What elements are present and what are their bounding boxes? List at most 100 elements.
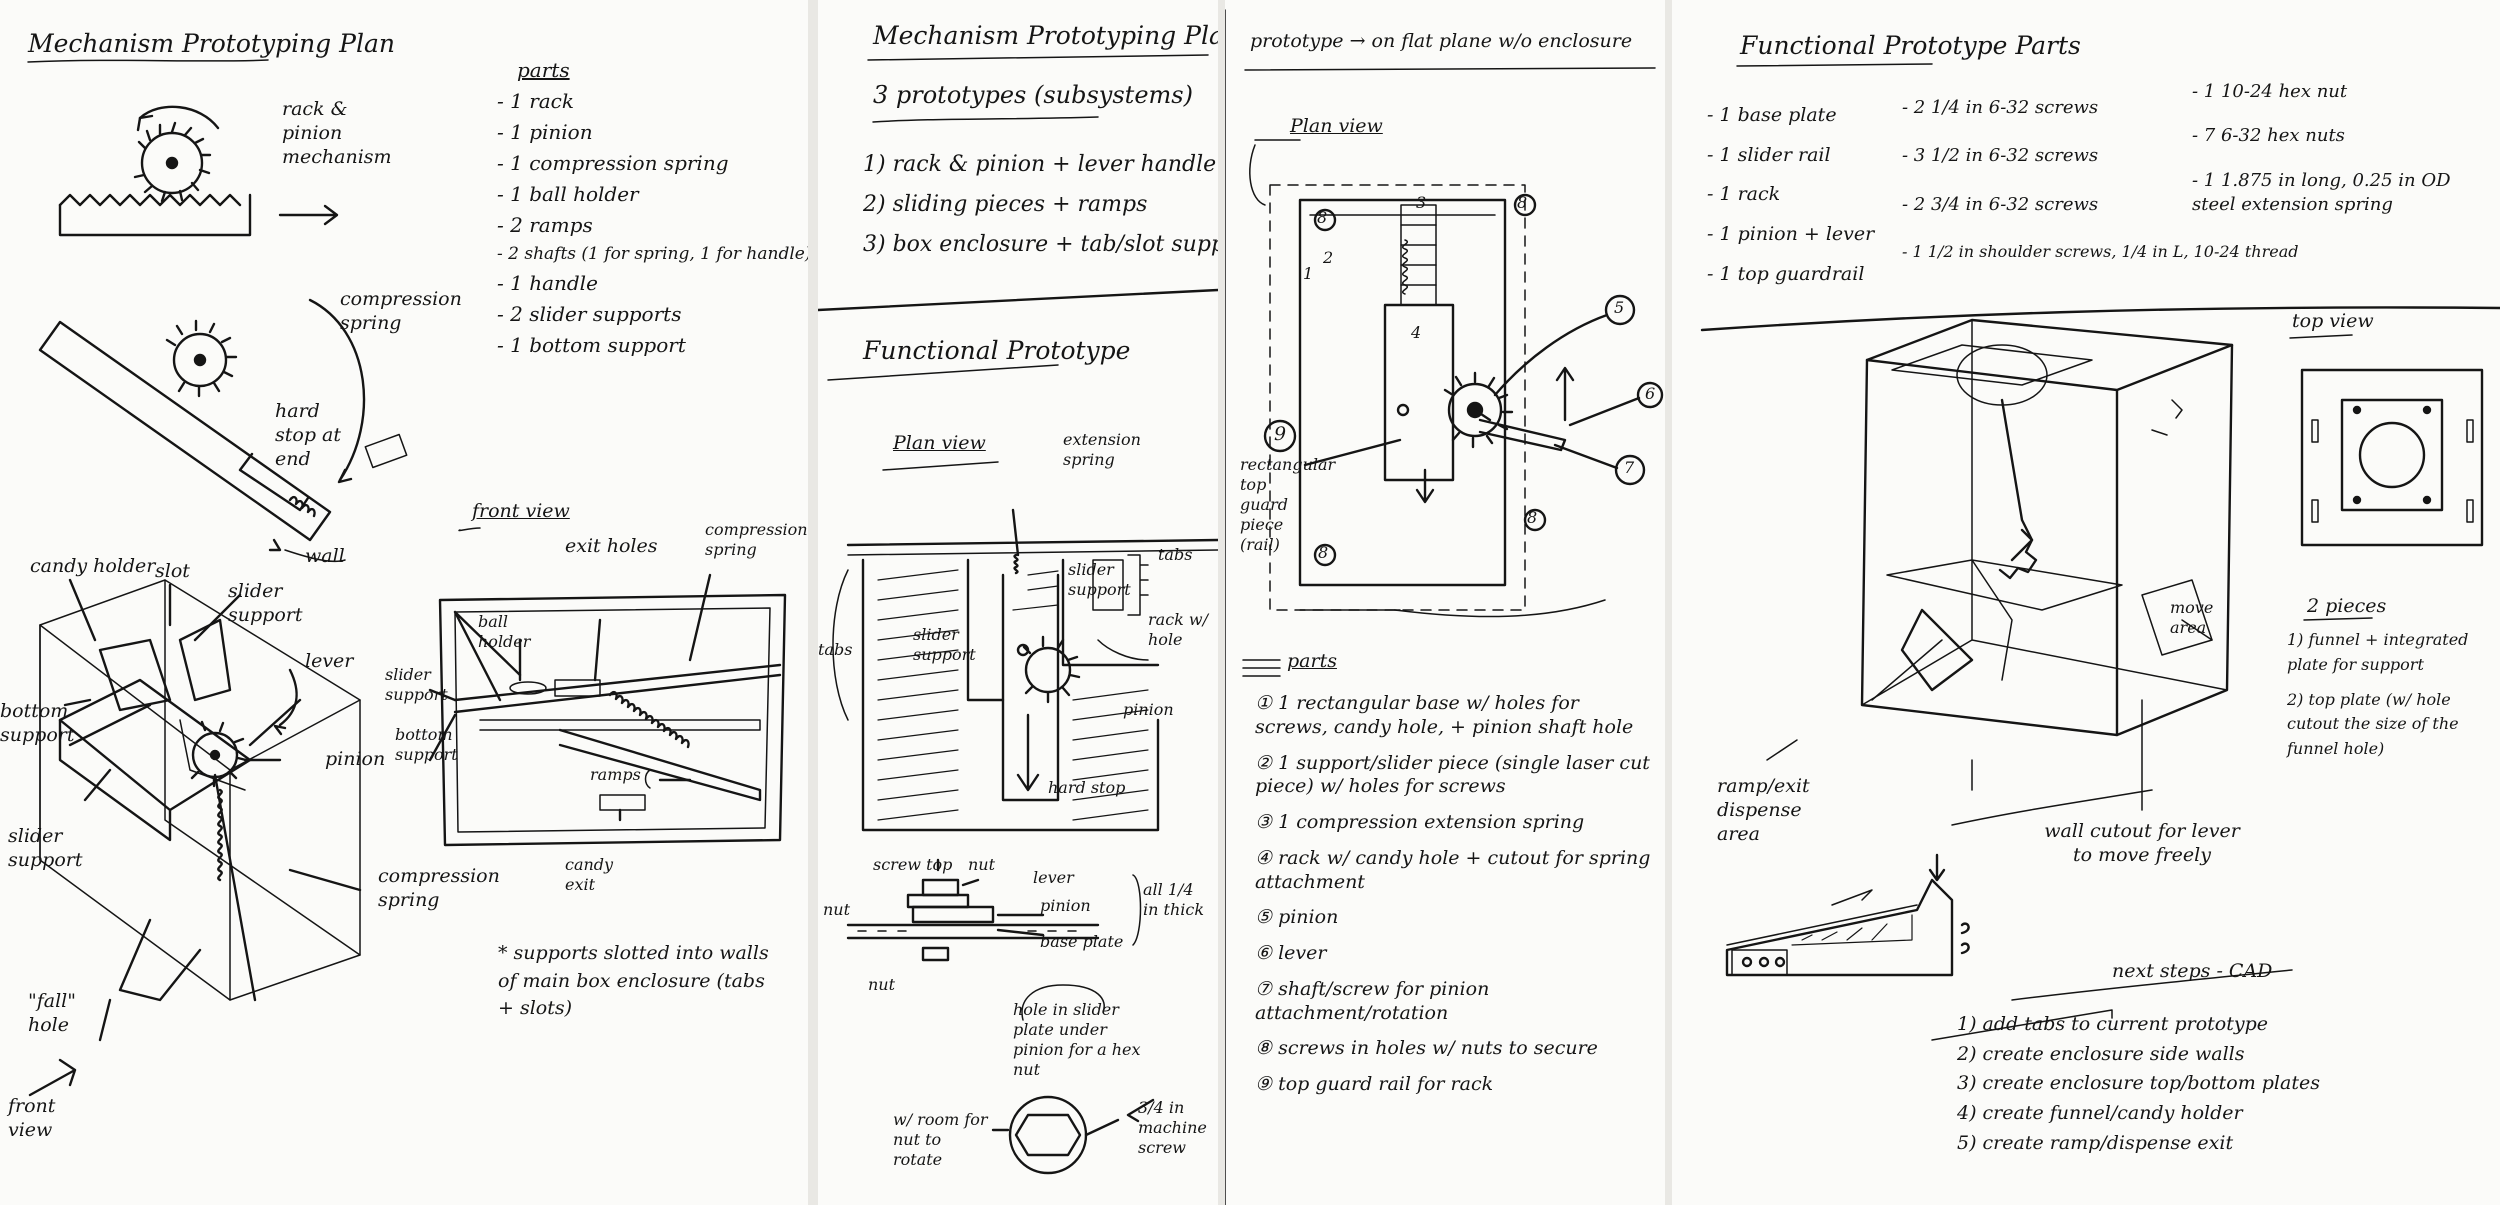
base-plate-label: base plate (1040, 932, 1124, 951)
angled-rack-sketch (38, 298, 408, 562)
part-item: ④ rack w/ candy hole + cutout for spring… (1255, 846, 1651, 893)
compression-spring-label-2: compression spring (378, 865, 500, 911)
front-view-sketch (428, 527, 787, 847)
page2-plan-view: Plan view (893, 432, 986, 454)
pinion-label: pinion (325, 748, 386, 770)
fall-hole-label: "fall" hole (28, 990, 76, 1036)
notebook-page-2: Mechanism Prototyping Plan 3 prototypes … (818, 0, 1218, 1205)
part-item: - 2 ramps (497, 213, 593, 237)
cross-section-sketch (846, 858, 1142, 962)
ramps-label: ramps (590, 765, 641, 784)
marker-5: 5 (1614, 298, 1625, 317)
hex-nut-sketch (991, 984, 1155, 1175)
ramp-dispense-sketch (1725, 853, 2293, 1041)
ramp-exit-label: ramp/exit dispense area (1717, 775, 1810, 845)
nut-left-label: nut (823, 900, 851, 919)
marker-1: 1 (1303, 264, 1314, 283)
tabs-left-label: tabs (818, 640, 853, 659)
part-item: - 1 top guardrail (1707, 262, 1865, 285)
piece-item: 2) top plate (w/ hole cutout the size of… (2287, 689, 2459, 759)
wall-cutout-label: wall cutout for lever to move freely (2044, 820, 2240, 866)
candy-holder-label: candy holder (30, 555, 156, 577)
part-item: - 1 1.875 in long, 0.25 in OD steel exte… (2192, 169, 2451, 215)
top-view-label: top view (2292, 310, 2374, 332)
bottom-support-label: bottom support (0, 700, 75, 746)
isometric-mechanism-sketch (28, 578, 362, 1097)
ball-holder-label: ball holder (478, 612, 531, 651)
isometric-enclosure-sketch (1860, 318, 2234, 737)
part-item: ⑧ screws in holes w/ nuts to secure (1255, 1037, 1598, 1060)
page1-sketches (27, 59, 787, 1097)
rack-pinion-sketch (58, 105, 339, 237)
part-item: - 1 1/2 in shoulder screws, 1/4 in L, 10… (1902, 241, 2299, 261)
top-view-sketch (2289, 334, 2484, 621)
marker-8-c: 8 (1527, 508, 1538, 527)
page3-plan-sketch (1242, 184, 1664, 677)
prototype-list: 1) rack & pinion + lever handle 2) slidi… (863, 148, 1218, 268)
nut-bottom-label: nut (868, 975, 896, 994)
page4-title: Functional Prototype Parts (1740, 31, 2081, 60)
marker-8-d: 8 (1318, 543, 1329, 562)
slider-support-a-label: slider support (913, 625, 976, 664)
part-item: - 1 compression spring (497, 151, 729, 175)
page3-parts-heading: parts (1287, 650, 1337, 672)
compression-spring-label: compression spring (340, 288, 462, 334)
prototype-item: 1) rack & pinion + lever handle (863, 152, 1217, 177)
part-item: - 2 1/4 in 6-32 screws (1902, 97, 2099, 118)
part-item: - 2 shafts (1 for spring, 1 for handle) (497, 244, 808, 264)
pieces-list: 1) funnel + integrated plate for support… (2287, 628, 2492, 762)
front-bottom-support-label: bottom support (395, 725, 458, 764)
page3-parts-list: ① 1 rectangular base w/ holes for screws… (1255, 692, 1665, 1103)
part-item: ① 1 rectangular base w/ holes for screws… (1255, 692, 1634, 738)
slider-support-b-label: slider support (1068, 560, 1131, 599)
part-item: - 3 1/2 in 6-32 screws (1902, 145, 2099, 167)
part-item: - 2 3/4 in 6-32 screws (1902, 193, 2099, 215)
prototypes-subtitle: 3 prototypes (subsystems) (873, 81, 1193, 109)
hard-stop-label: hard stop at end (275, 400, 341, 470)
part-item: - 1 handle (497, 271, 598, 296)
part-item: - 1 rack (497, 89, 575, 113)
next-step-item: 1) add tabs to current prototype (1957, 1013, 2268, 1035)
front-slider-support-label: slider support (385, 665, 448, 704)
page3-sketches (1225, 9, 1664, 1205)
thickness-label: all 1/4 in thick (1143, 880, 1205, 919)
part-item: ⑦ shaft/screw for pinion attachment/rota… (1255, 977, 1490, 1024)
page1-title: Mechanism Prototyping Plan (28, 29, 395, 58)
rail-label: rectangular top guard piece (rail) (1240, 455, 1336, 554)
part-item: - 1 slider rail (1707, 143, 1831, 166)
marker-4: 4 (1411, 323, 1422, 342)
page4-col3: - 1 10-24 hex nut - 7 6-32 hex nuts - 1 … (2192, 80, 2492, 223)
page3-title: prototype → on flat plane w/o enclosure (1250, 30, 1633, 52)
marker-8-b: 8 (1517, 193, 1528, 212)
part-item: ③ 1 compression extension spring (1255, 811, 1585, 833)
candy-exit-label: candy exit (565, 855, 614, 894)
parts-heading: parts (517, 58, 570, 82)
machine-screw-label: 3/4 in machine screw (1138, 1098, 1207, 1157)
slot-label: slot (155, 560, 190, 582)
slider-support-label-2: slider support (8, 825, 83, 871)
functional-prototype-heading: Functional Prototype (863, 336, 1131, 365)
next-steps-heading: next steps - CAD (2112, 960, 2273, 982)
hole-note: hole in slider plate under pinion for a … (1013, 1000, 1141, 1079)
page2-sketches (818, 54, 1218, 1175)
pinion-label-p2: pinion (1123, 700, 1174, 719)
next-step-item: 3) create enclosure top/bottom plates (1957, 1072, 2320, 1095)
marker-6: 6 (1645, 384, 1656, 403)
rack-w-hole-label: rack w/ hole (1148, 610, 1209, 649)
page4-col1: - 1 base plate - 1 slider rail - 1 rack … (1707, 103, 1874, 293)
extension-spring-label: extension spring (1063, 430, 1141, 469)
slider-support-label: slider support (228, 580, 303, 626)
room-note: w/ room for nut to rotate (893, 1110, 988, 1169)
page1-parts-list: parts - 1 rack - 1 pinion - 1 compressio… (497, 58, 808, 364)
front-compression-spring-label: compression spring (705, 520, 808, 559)
lever-label: lever (305, 650, 354, 672)
hard-stop-label-p2: hard stop (1048, 778, 1126, 797)
marker-7: 7 (1624, 458, 1635, 477)
pieces-heading: 2 pieces (2307, 595, 2387, 617)
part-item: - 7 6-32 hex nuts (2192, 125, 2345, 147)
functional-plan-sketch (832, 508, 1218, 832)
move-area-label: move area (2170, 598, 2214, 637)
next-step-item: 5) create ramp/dispense exit (1957, 1131, 2234, 1154)
next-step-item: 2) create enclosure side walls (1957, 1042, 2245, 1065)
part-item: ⑥ lever (1255, 942, 1327, 964)
